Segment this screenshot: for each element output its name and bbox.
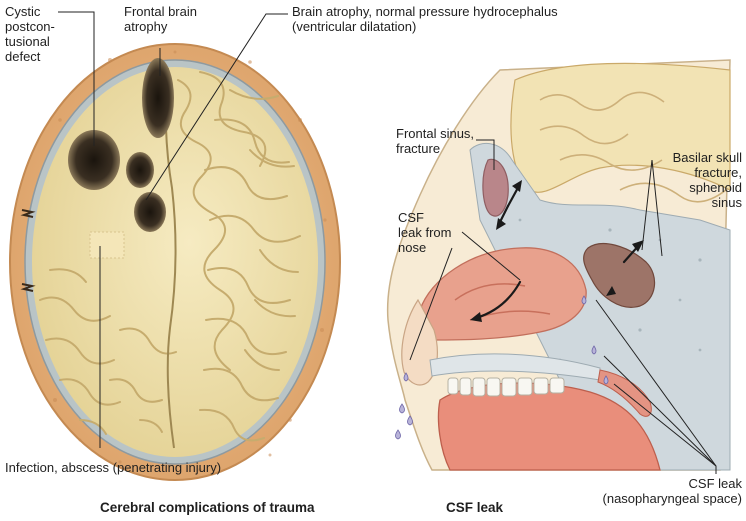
label-brain-atrophy-nph: Brain atrophy, normal pressure hydroceph… — [292, 4, 558, 34]
label-csf-leak-nasopharyngeal: CSF leak (nasopharyngeal space) — [603, 476, 742, 506]
label-csf-leak-nose: CSF leak from nose — [398, 210, 451, 255]
axial-skull-drawing — [10, 44, 340, 480]
teeth — [448, 378, 564, 396]
frontal-atrophy-lesion — [142, 58, 174, 138]
label-infection-abscess: Infection, abscess (penetrating injury) — [5, 460, 221, 475]
sagittal-head-drawing — [388, 60, 730, 470]
abscess-area — [90, 232, 124, 258]
label-frontal-atrophy: Frontal brain atrophy — [124, 4, 197, 34]
caption-cerebral-complications: Cerebral complications of trauma — [100, 500, 315, 515]
label-cystic-defect: Cystic postcon- tusional defect — [5, 4, 55, 64]
csf-drop — [400, 404, 405, 413]
label-basilar-skull-fracture: Basilar skull fracture, sphenoid sinus — [673, 150, 742, 210]
csf-drop — [396, 430, 401, 439]
caption-csf-leak: CSF leak — [446, 500, 503, 515]
ventricle-lesion-upper — [126, 152, 154, 188]
label-frontal-sinus-fracture: Frontal sinus, fracture — [396, 126, 474, 156]
ventricle-lesion-lower — [134, 192, 166, 232]
